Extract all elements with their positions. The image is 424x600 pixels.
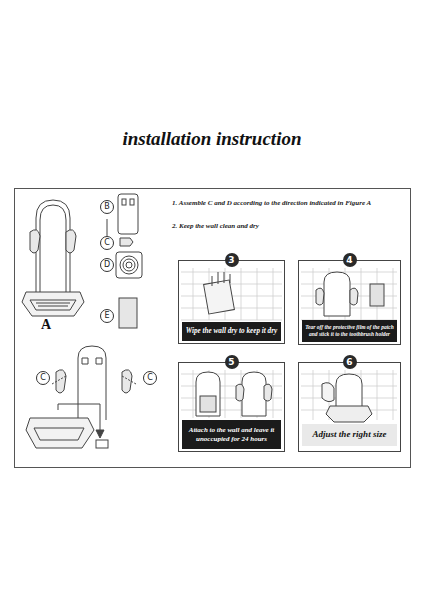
step-panel: 5Attach to the wall and leave it unoccup…	[178, 362, 285, 452]
step-caption: Wipe the wall dry to keep it dry	[182, 322, 281, 341]
step-panel: 4Tear off the protective film of the pat…	[298, 260, 401, 345]
step-number: 4	[343, 253, 357, 267]
step-panel: 6Adjust the right size	[298, 362, 401, 452]
step-panel: 3Wipe the wall dry to keep it dry	[178, 260, 285, 344]
title: installation instruction	[0, 128, 424, 150]
callout-letter: E	[100, 309, 114, 323]
figure-label: A	[41, 317, 51, 333]
callout-letter: C	[143, 371, 157, 385]
callout-letter: D	[100, 258, 114, 272]
step-number: 5	[225, 355, 239, 369]
step-caption: Attach to the wall and leave it unoccupi…	[182, 420, 281, 449]
instruction-note: 1. Assemble C and D according to the dir…	[172, 199, 406, 207]
instruction-note: 2. Keep the wall clean and dry	[172, 222, 406, 230]
step-number: 3	[225, 253, 239, 267]
step-caption: Adjust the right size	[302, 424, 397, 446]
callout-letter: C	[100, 236, 114, 250]
step-caption: Tear off the protective film of the patc…	[302, 320, 397, 342]
callout-letter: C	[36, 371, 50, 385]
callout-letter: B	[100, 200, 114, 214]
step-number: 6	[343, 355, 357, 369]
